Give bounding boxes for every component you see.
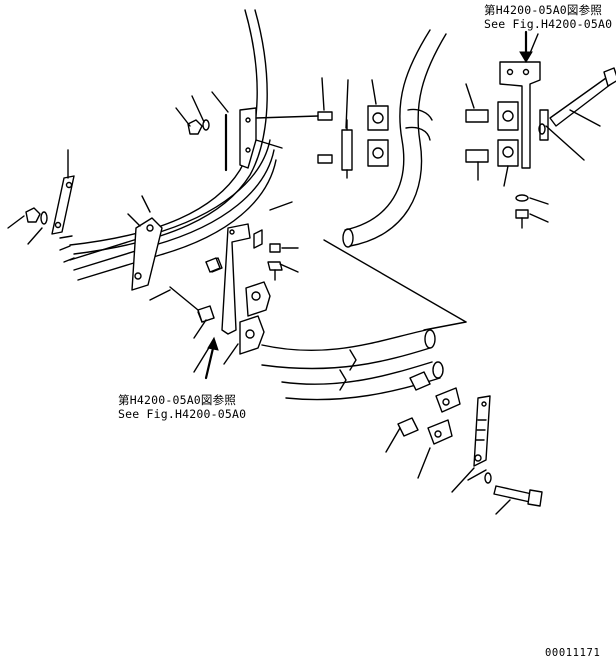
reference-note-mid: 第H4200-05A0図参照 See Fig.H4200-05A0 xyxy=(118,393,246,421)
upper-bracket xyxy=(187,107,257,172)
split-blocks-top xyxy=(367,101,519,167)
guide-lines xyxy=(169,115,467,331)
reference-note-mid-line1: 第H4200-05A0図参照 xyxy=(118,393,237,407)
lower-clamps xyxy=(427,387,461,445)
hydraulic-hoses xyxy=(261,329,444,401)
left-plate xyxy=(51,175,75,235)
washers-right xyxy=(515,194,529,229)
hose-sleeves xyxy=(317,111,353,179)
reference-note-top-line1: 第H4200-05A0図参照 xyxy=(484,3,603,17)
reference-note-mid-line2: See Fig.H4200-05A0 xyxy=(118,407,247,421)
collars-right xyxy=(465,109,489,163)
bolt-top-right xyxy=(538,67,616,135)
drawing-number: 00011171 xyxy=(545,647,601,659)
lower-stay xyxy=(473,395,491,467)
reference-note-top-line2: See Fig.H4200-05A0 xyxy=(484,17,613,31)
lower-sleeves xyxy=(397,371,431,437)
spring-center-clamp xyxy=(131,217,163,291)
leader-lines xyxy=(7,33,601,515)
reference-note-top: 第H4200-05A0図参照 See Fig.H4200-05A0 xyxy=(484,3,612,31)
upper-hose xyxy=(342,29,447,248)
hose-clamp-center xyxy=(239,281,271,355)
bolt-set xyxy=(267,243,283,281)
spacers-left xyxy=(197,257,221,323)
lower-bolt xyxy=(484,472,543,507)
reference-arrows xyxy=(204,30,533,380)
nut-left xyxy=(25,207,48,225)
